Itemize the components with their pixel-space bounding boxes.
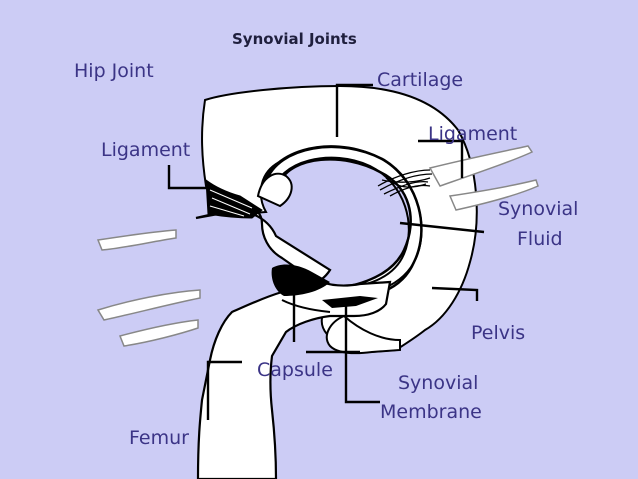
- leader-ligament-right: [418, 139, 464, 178]
- label-ligament-right: Ligament: [428, 123, 517, 145]
- leader-cartilage: [335, 83, 373, 137]
- leader-synovial-membrane: [344, 300, 380, 404]
- pelvis-spur-lower: [96, 289, 201, 321]
- label-ligament-left: Ligament: [101, 139, 190, 161]
- label-synovial-fluid-line1: Synovial: [498, 198, 578, 220]
- diagram-title: Synovial Joints: [232, 30, 357, 48]
- synovial-membrane-tissue: [322, 296, 378, 308]
- label-cartilage: Cartilage: [377, 69, 463, 91]
- cartilage-band-inner: [271, 156, 410, 289]
- leader-femur: [206, 360, 242, 420]
- ligament-fibers-right: [377, 169, 433, 197]
- femur-head: [256, 172, 293, 208]
- pelvis-spur-left: [96, 229, 177, 251]
- ligament-strands-left: [209, 189, 253, 217]
- label-capsule: Capsule: [257, 359, 333, 381]
- label-synovial-fluid-line2: Fluid: [517, 228, 563, 250]
- leader-synovial-fluid: [399, 221, 485, 234]
- label-pelvis: Pelvis: [471, 322, 525, 344]
- leader-ligament-left: [167, 165, 214, 190]
- label-synovial-membrane-line2: Membrane: [380, 401, 482, 423]
- capsule-edge: [281, 299, 331, 313]
- capsule-tissue: [271, 264, 330, 296]
- pelvis-spur-middle: [448, 179, 539, 211]
- pelvis-spur-upper: [428, 145, 534, 187]
- subtitle-hip-joint: Hip Joint: [74, 60, 154, 82]
- pelvis-spur-lowest: [118, 319, 199, 347]
- label-synovial-membrane-line1: Synovial: [398, 372, 478, 394]
- label-femur: Femur: [129, 427, 189, 449]
- leader-pelvis: [431, 286, 479, 301]
